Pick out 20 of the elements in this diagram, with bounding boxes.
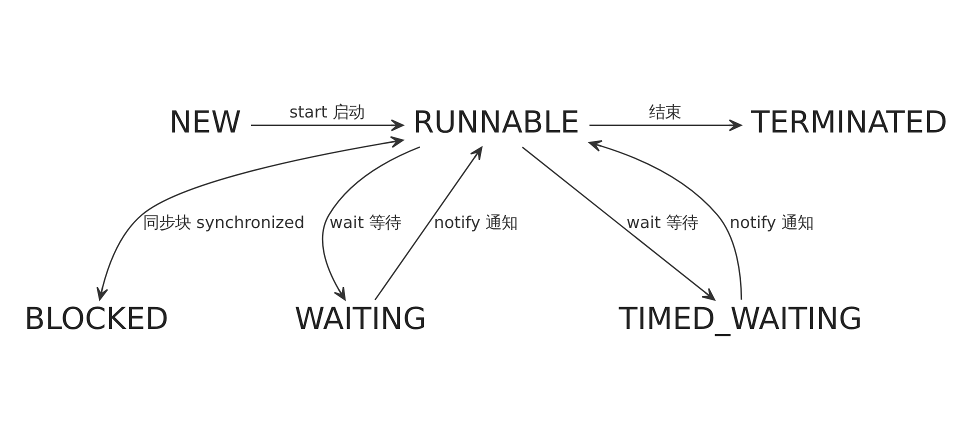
node-text: TERMINATED [750,105,947,140]
node-text: NEW [168,105,241,140]
edge-label: start 启动 [288,102,364,121]
arrow [588,140,742,300]
node-text: TIMED_WAITING [618,302,862,337]
edge-label: notify 通知 [729,212,813,232]
edge-label: 结束 [648,102,681,121]
arrow [588,118,742,131]
arrow [250,118,404,131]
edge-label: notify 通知 [433,212,518,232]
node-text: RUNNABLE [412,105,579,140]
edge-label: wait 等待 [626,212,698,232]
edge-label: 同步块 synchronized [142,212,304,232]
arrow [374,146,482,300]
arrow [96,136,404,300]
edge-label: wait 等待 [329,212,401,232]
arrow [521,146,715,300]
node-text: WAITING [294,302,426,337]
arrow [321,146,420,300]
node-text: BLOCKED [24,302,168,337]
